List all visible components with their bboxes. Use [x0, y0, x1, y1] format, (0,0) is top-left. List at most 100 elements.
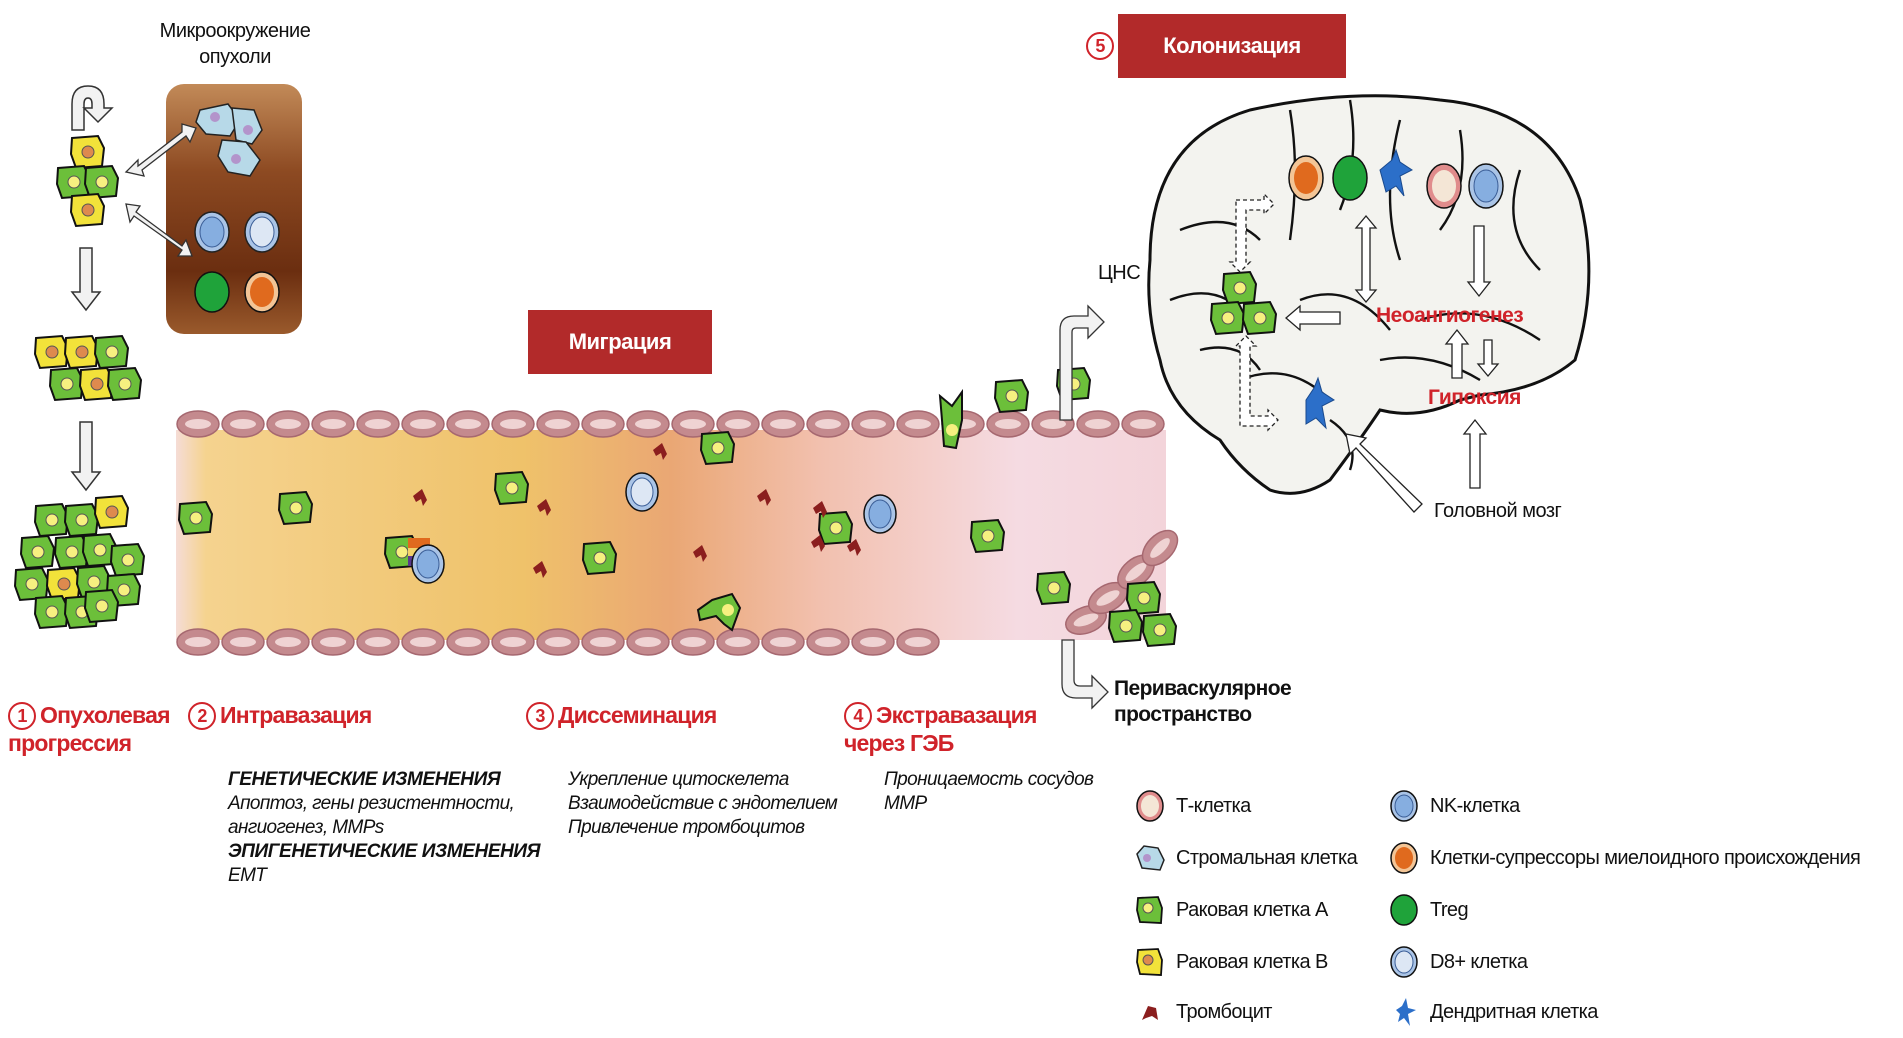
endothelial-cell — [491, 628, 535, 656]
legend-label: Тромбоцит — [1176, 1000, 1272, 1023]
endothelial-cell — [266, 410, 310, 438]
epigenetic-changes-header: ЭПИГЕНЕТИЧЕСКИЕ ИЗМЕНЕНИЯ — [228, 841, 541, 862]
endothelial-cell — [176, 410, 220, 438]
tumor-microenvironment-box — [124, 84, 302, 334]
endothelial-cell — [581, 628, 625, 656]
endothelial-cell — [401, 628, 445, 656]
microenvironment-label: Микроокружение опухоли — [159, 20, 311, 68]
endothelial-cell — [266, 628, 310, 656]
endothelial-cell — [536, 410, 580, 438]
treg-icon — [1390, 894, 1418, 926]
endothelial-cell — [311, 410, 355, 438]
dendritic-cell-icon — [1396, 998, 1416, 1026]
legend-label: Раковая клетка В — [1176, 950, 1328, 973]
dashed-arrow-icon — [1234, 335, 1279, 432]
legend-item-cancer-cell-b: Раковая клетка В — [1134, 946, 1328, 978]
colonization-banner: Колонизация — [1118, 14, 1346, 78]
circulating-cells — [178, 367, 1177, 647]
left-arrow-icon — [1285, 304, 1341, 332]
endothelial-cell — [716, 628, 760, 656]
legend-label: Дендритная клетка — [1430, 1000, 1598, 1023]
endothelial-cell — [581, 410, 625, 438]
endothelial-cell — [896, 410, 940, 438]
up-arrow-icon — [1444, 328, 1470, 379]
cns-arrow-icon — [1059, 304, 1105, 421]
intravasation-description: ГЕНЕТИЧЕСКИЕ ИЗМЕНЕНИЯ Апоптоз, гены рез… — [228, 768, 541, 888]
endothelial-cell — [761, 628, 805, 656]
legend-label: D8+ клетка — [1430, 950, 1528, 973]
endothelial-cell — [401, 410, 445, 438]
endothelial-cell — [221, 628, 265, 656]
perivascular-arrow-icon — [1061, 639, 1109, 710]
endothelial-cell — [806, 410, 850, 438]
perivascular-label: Периваскулярное пространство — [1114, 677, 1292, 726]
endothelial-cell — [446, 410, 490, 438]
genetic-changes-header: ГЕНЕТИЧЕСКИЕ ИЗМЕНЕНИЯ — [228, 769, 501, 790]
down-arrow-icon — [70, 247, 102, 312]
endothelial-cell — [446, 628, 490, 656]
extravasation-line: MMP — [884, 793, 927, 814]
endothelial-cell — [761, 410, 805, 438]
endothelial-cell — [221, 410, 265, 438]
platelet-icon — [1142, 1006, 1158, 1020]
endothelial-cell — [356, 628, 400, 656]
extravasation-description: Проницаемость сосудов MMP — [884, 768, 1094, 816]
dashed-arrow-icon — [1228, 192, 1275, 273]
hypoxia-label: Гипоксия — [1428, 386, 1521, 409]
endothelial-cell — [851, 410, 895, 438]
legend-item-cancer-cell-a: Раковая клетка А — [1134, 894, 1328, 926]
self-renewal-arrow-icon — [71, 85, 114, 131]
brain-graphic — [1147, 94, 1591, 513]
endothelial-cell — [536, 628, 580, 656]
down-arrow-icon — [1476, 339, 1500, 378]
brain-pointer-arrow-icon — [1462, 418, 1488, 489]
endothelial-cell — [896, 628, 940, 656]
legend-label: Treg — [1430, 898, 1469, 921]
endothelial-cell — [626, 410, 670, 438]
mdsc-icon — [1390, 842, 1418, 874]
down-arrow-icon — [70, 421, 102, 492]
brain-label: Головной мозг — [1434, 500, 1562, 522]
endothelial-cell — [1121, 410, 1165, 438]
legend-item-stromal-cell: Стромальная клетка — [1134, 842, 1358, 874]
bidirectional-arrow-icon — [124, 123, 197, 177]
dissemination-line: Взаимодействие с эндотелием — [568, 793, 838, 814]
colonization-step-number: 5 — [1086, 32, 1118, 60]
endothelial-cell — [851, 628, 895, 656]
endothelial-cell — [986, 410, 1030, 438]
legend-item-treg: Treg — [1388, 894, 1469, 926]
legend-item-mdsc: Клетки-супрессоры миелоидного происхожде… — [1388, 842, 1861, 874]
bidirectional-arrow-icon — [1354, 214, 1378, 304]
endothelial-cell — [671, 628, 715, 656]
dissemination-line: Укрепление цитоскелета — [568, 769, 789, 790]
stromal-cell-icon — [1136, 845, 1165, 871]
legend-item-t-cell: Т-клетка — [1134, 790, 1251, 822]
migration-banner: Миграция — [528, 310, 712, 374]
cns-label: ЦНС — [1098, 262, 1141, 284]
neoangiogenesis-label: Неоангиогенез — [1376, 304, 1524, 327]
legend-item-dendritic-cell: Дендритная клетка — [1388, 996, 1598, 1028]
cancer-cell-b-icon — [1136, 948, 1163, 976]
dissemination-line: Привлечение тромбоцитов — [568, 817, 805, 838]
legend-label: Раковая клетка А — [1176, 898, 1328, 921]
endothelial-cell — [626, 628, 670, 656]
legend-item-platelet: Тромбоцит — [1134, 996, 1272, 1028]
t-cell-icon — [1136, 790, 1164, 822]
blood-vessel — [176, 410, 1185, 656]
legend-label: Т-клетка — [1176, 794, 1251, 817]
endothelial-cell — [806, 628, 850, 656]
endothelial-cell — [1076, 410, 1120, 438]
cancer-cell-a-icon — [1136, 896, 1163, 924]
extravasation-line: Проницаемость сосудов — [884, 769, 1094, 790]
legend-item-nk-cell: NK-клетка — [1388, 790, 1520, 822]
legend-label: Клетки-супрессоры миелоидного происхожде… — [1430, 846, 1861, 869]
endothelial-cell — [176, 628, 220, 656]
nk-cell-icon — [1390, 790, 1418, 822]
cd8-cell-icon — [1390, 946, 1418, 978]
endothelial-cell — [356, 410, 400, 438]
